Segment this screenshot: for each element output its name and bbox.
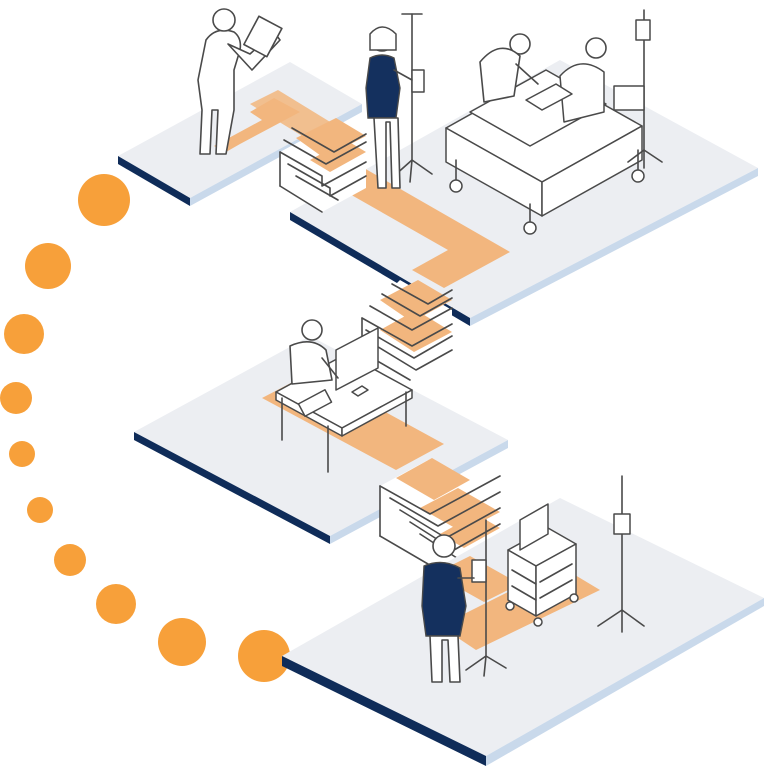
progress-dot: [238, 630, 290, 682]
doctor-figure: [197, 8, 283, 155]
hospital-bed: [445, 9, 663, 235]
progress-dot: [25, 243, 71, 289]
progress-dots: [0, 174, 290, 682]
progress-dot: [96, 584, 136, 624]
monitor-cart: [505, 503, 579, 627]
stairs-top: [279, 118, 367, 213]
progress-dot: [9, 441, 35, 467]
progress-dot: [78, 174, 130, 226]
progress-dot: [54, 544, 86, 576]
iv-stand: [597, 475, 645, 633]
office-desk: [275, 319, 413, 473]
nurse-figure: [365, 13, 433, 189]
progress-dot: [4, 314, 44, 354]
technician-figure: [421, 519, 507, 683]
progress-dot: [0, 382, 32, 414]
stairs-middle-upper: [361, 280, 453, 381]
progress-dot: [27, 497, 53, 523]
progress-dot: [158, 618, 206, 666]
